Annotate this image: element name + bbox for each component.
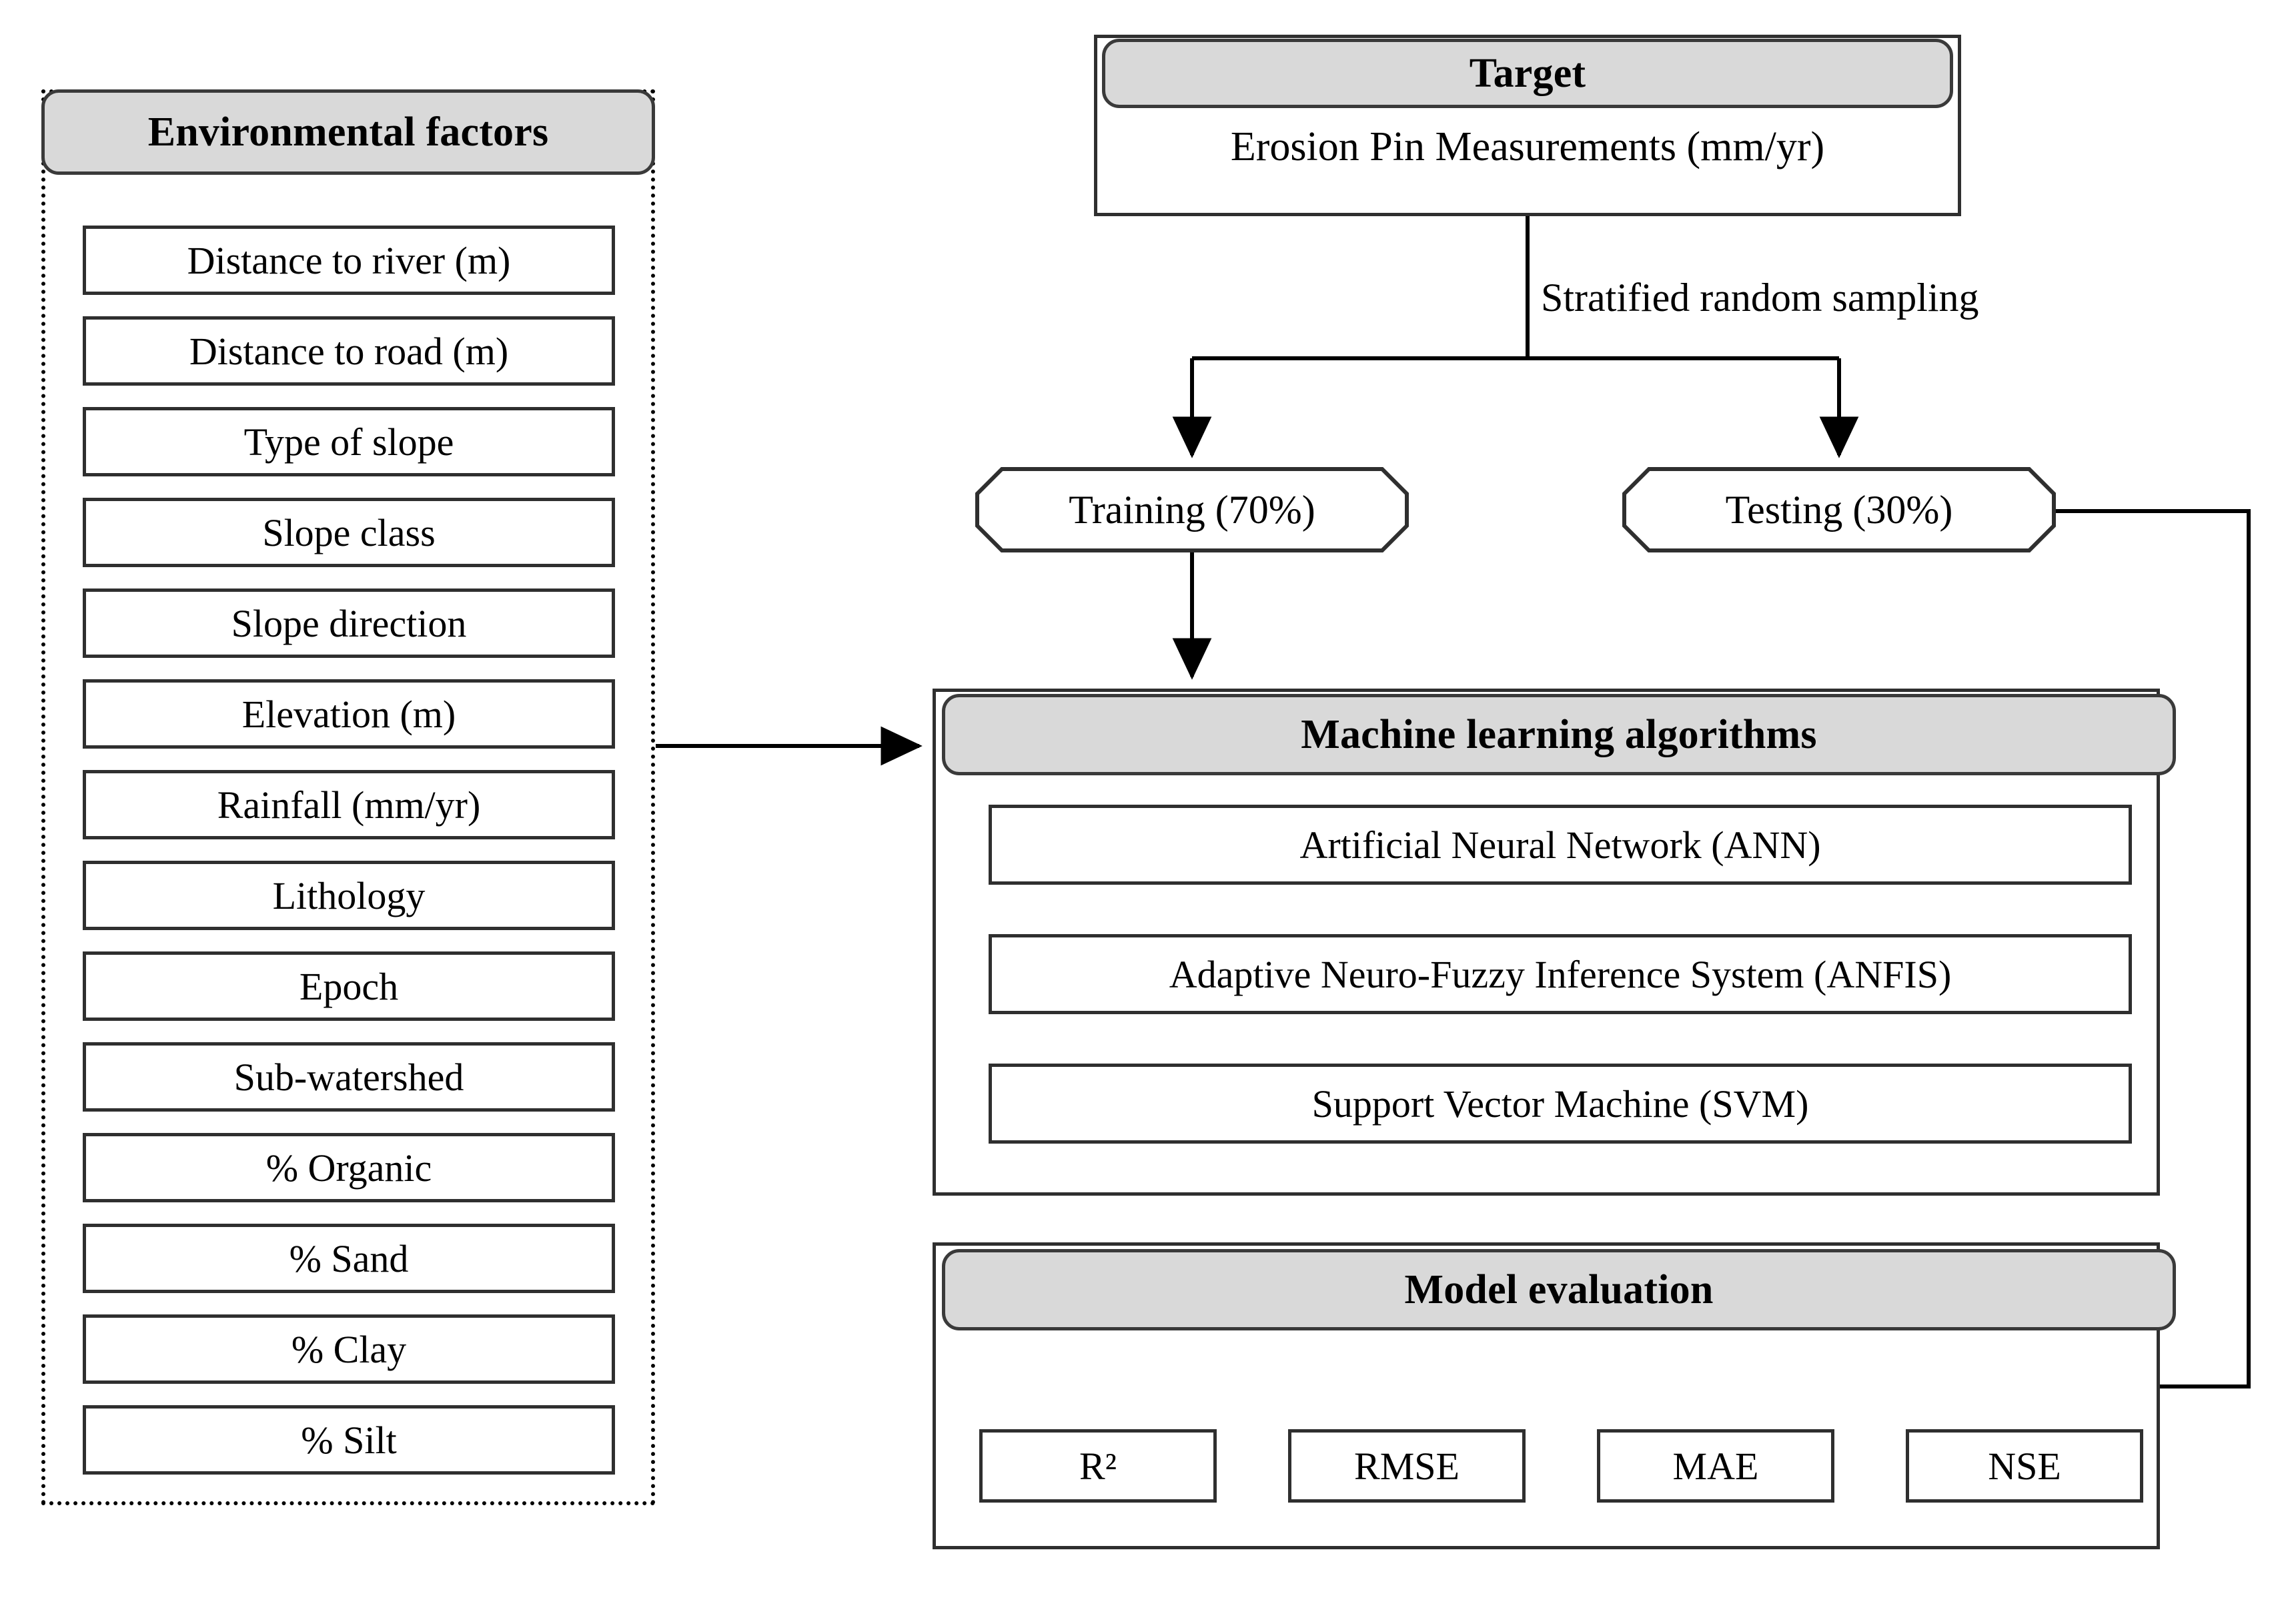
metric-rmse-label: RMSE [1354, 1444, 1460, 1488]
factor-slope-direction[interactable]: Slope direction [83, 588, 615, 658]
factor-percent-organic[interactable]: % Organic [83, 1133, 615, 1202]
factor-type-of-slope[interactable]: Type of slope [83, 407, 615, 476]
factor-distance-to-road[interactable]: Distance to road (m) [83, 316, 615, 386]
metric-nse-label: NSE [1988, 1444, 2061, 1488]
factor-rainfall[interactable]: Rainfall (mm/yr) [83, 770, 615, 839]
algorithm-anfis[interactable]: Adaptive Neuro-Fuzzy Inference System (A… [989, 934, 2132, 1014]
machine-learning-header: Machine learning algorithms [942, 694, 2176, 775]
training-label: Training (70%) [1069, 487, 1315, 532]
metric-mae[interactable]: MAE [1597, 1429, 1834, 1503]
environmental-factors-header: Environmental factors [41, 89, 655, 175]
factor-sub-watershed[interactable]: Sub-watershed [83, 1042, 615, 1112]
stratified-random-sampling-label: Stratified random sampling [1541, 276, 1979, 320]
factor-elevation[interactable]: Elevation (m) [83, 679, 615, 749]
training-octagon-shape [975, 467, 1409, 552]
testing-label: Testing (30%) [1725, 487, 1953, 532]
metric-rmse[interactable]: RMSE [1288, 1429, 1526, 1503]
metric-r2[interactable]: R² [979, 1429, 1217, 1503]
target-value: Erosion Pin Measurements (mm/yr) [1230, 123, 1825, 169]
algorithm-svm[interactable]: Support Vector Machine (SVM) [989, 1064, 2132, 1144]
factor-slope-class[interactable]: Slope class [83, 498, 615, 567]
factor-percent-silt[interactable]: % Silt [83, 1405, 615, 1475]
algorithm-ann[interactable]: Artificial Neural Network (ANN) [989, 805, 2132, 885]
testing-octagon-shape [1622, 467, 2056, 552]
target-header: Target [1102, 39, 1953, 108]
factor-distance-to-river[interactable]: Distance to river (m) [83, 226, 615, 295]
metric-mae-label: MAE [1672, 1444, 1759, 1488]
factor-percent-clay[interactable]: % Clay [83, 1314, 615, 1384]
model-evaluation-header: Model evaluation [942, 1249, 2176, 1330]
factor-epoch[interactable]: Epoch [83, 951, 615, 1021]
factor-percent-sand[interactable]: % Sand [83, 1224, 615, 1293]
metric-r2-label: R² [1079, 1444, 1117, 1488]
metric-nse[interactable]: NSE [1906, 1429, 2143, 1503]
factor-lithology[interactable]: Lithology [83, 861, 615, 930]
